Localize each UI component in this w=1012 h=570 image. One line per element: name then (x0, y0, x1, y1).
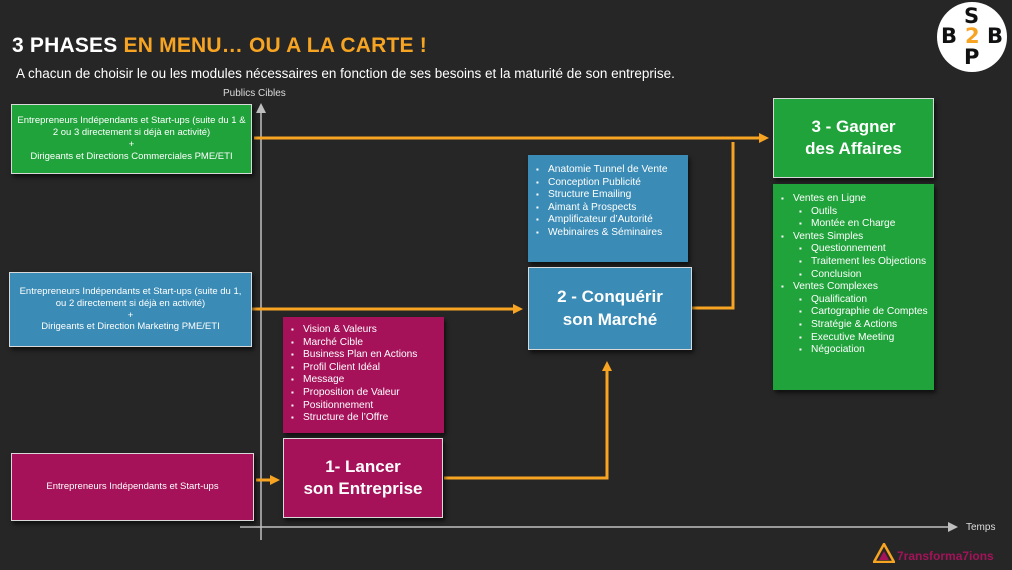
phase2-title-line1: 2 - Conquérir (557, 287, 663, 307)
phase1-box: 1- Lancer son Entreprise (283, 438, 443, 518)
transformations-brand: 7ransforma7ions (873, 543, 994, 563)
module-item: Structure Emailing (532, 189, 684, 202)
module-item: Business Plan en Actions (287, 349, 440, 362)
module-item: Montée en Charge (777, 218, 930, 231)
module-item: Message (287, 374, 440, 387)
module-item: Outils (777, 206, 930, 219)
phase2-title-line2: son Marché (562, 309, 658, 329)
module-item: Proposition de Valeur (287, 387, 440, 400)
module-item: Webinaires & Séminaires (532, 227, 684, 240)
module-item: Cartographie de Comptes (777, 306, 930, 319)
logo-digit-2: 2 (965, 24, 980, 48)
module-item: Qualification (777, 294, 930, 307)
module-item: Ventes Simples (777, 231, 930, 244)
module-item: Profil Client Idéal (287, 362, 440, 375)
title-part-orange: EN MENU… OU A LA CARTE ! (123, 34, 427, 57)
target-bottom-line1: Entrepreneurs Indépendants et Start-ups (46, 481, 219, 493)
brand-text: 7ransforma7ions (897, 549, 994, 563)
phase3-modules-list: Ventes en LigneOutilsMontée en ChargeVen… (773, 184, 934, 390)
target-bottom-box: Entrepreneurs Indépendants et Start-ups (11, 453, 254, 521)
target-middle-line1: Entrepreneurs Indépendants et Start-ups … (19, 285, 242, 309)
target-middle-line2: Dirigeants et Direction Marketing PME/ET… (41, 321, 220, 333)
module-item: Vision & Valeurs (287, 324, 440, 337)
logo-letter-b-left: B (941, 24, 958, 48)
phase1-title-line1: 1- Lancer (325, 456, 401, 476)
phase3-box: 3 - Gagner des Affaires (773, 98, 934, 178)
module-item: Executive Meeting (777, 332, 930, 345)
logo-letter-p: P (964, 45, 980, 69)
module-item: Négociation (777, 344, 930, 357)
phase2-box: 2 - Conquérir son Marché (528, 267, 692, 350)
target-middle-box: Entrepreneurs Indépendants et Start-ups … (9, 272, 252, 347)
module-item: Questionnement (777, 243, 930, 256)
page-title: 3 PHASES EN MENU… OU A LA CARTE ! (12, 34, 427, 58)
target-top-line1: Entrepreneurs Indépendants et Start-ups … (17, 115, 246, 139)
module-item: Anatomie Tunnel de Vente (532, 164, 684, 177)
phase3-title-line1: 3 - Gagner (811, 116, 896, 136)
phase3-title-line2: des Affaires (805, 139, 902, 158)
module-item: Conception Publicité (532, 177, 684, 190)
phase1-title-line2: son Entreprise (303, 479, 423, 498)
arrow-phase2-to-phase3 (692, 142, 735, 310)
module-item: Ventes Complexes (777, 281, 930, 294)
logo-letter-b-right: B (987, 24, 1004, 48)
title-part-white: 3 PHASES (12, 34, 124, 57)
module-item: Stratégie & Actions (777, 319, 930, 332)
logo-letter-s: S (964, 4, 980, 28)
module-item: Ventes en Ligne (777, 193, 930, 206)
phase2-modules-list: Anatomie Tunnel de VenteConception Publi… (528, 155, 688, 262)
module-item: Amplificateur d’Autorité (532, 214, 684, 227)
brand-triangle-icon (873, 543, 895, 563)
module-item: Positionnement (287, 400, 440, 413)
y-axis-label: Publics Cibles (223, 88, 286, 99)
x-axis-label: Temps (966, 522, 996, 533)
target-top-plus: + (128, 139, 135, 150)
arrow-phase1-to-phase2 (444, 361, 612, 480)
s2b-logo: S B 2 B P (937, 2, 1007, 72)
module-item: Conclusion (777, 269, 930, 282)
target-top-line2: Dirigeants et Directions Commerciales PM… (30, 150, 233, 162)
target-top-box: Entrepreneurs Indépendants et Start-ups … (11, 104, 252, 174)
module-item: Aimant à Prospects (532, 202, 684, 215)
phase1-modules-list: Vision & ValeursMarché CibleBusiness Pla… (283, 317, 444, 433)
target-middle-plus: + (127, 309, 134, 321)
module-item: Structure de l’Offre (287, 412, 440, 425)
module-item: Marché Cible (287, 337, 440, 350)
module-item: Traitement les Objections (777, 256, 930, 269)
page-subtitle: A chacun de choisir le ou les modules né… (16, 66, 675, 81)
